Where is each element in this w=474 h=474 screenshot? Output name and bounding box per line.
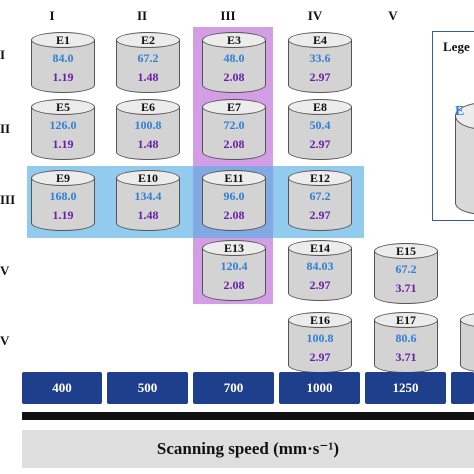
axis-label: Scanning speed (mm·s⁻¹)	[156, 439, 340, 458]
axis-line	[22, 412, 474, 420]
speed-box-1250: 1250	[365, 372, 446, 404]
row-header-4: V	[0, 263, 10, 278]
legend-cylinder-icon	[455, 102, 474, 222]
specimen-value-1: 100.8	[306, 331, 334, 345]
specimen-value-2: 2.08	[223, 70, 245, 84]
row-header-3: III	[0, 192, 16, 207]
specimen-value-1: 84.0	[52, 51, 74, 65]
specimen-value-1: 84.03	[306, 259, 334, 273]
specimen-value-2: 1.19	[52, 137, 74, 151]
specimen-e6: E6 100.8 1.48	[116, 99, 180, 167]
specimen-value-2: 1.19	[52, 208, 74, 222]
specimen-value-2: 2.97	[309, 208, 331, 222]
column-header-2: II	[136, 8, 148, 23]
legend-marker: E	[455, 104, 465, 119]
specimen-value-2: 2.08	[223, 208, 245, 222]
specimen-value-2: 2.08	[223, 278, 245, 292]
specimen-value-2: 3.71	[395, 350, 417, 364]
specimen-e11: E11 96.0 2.08	[202, 170, 266, 238]
specimen-name: E1	[55, 33, 70, 47]
specimen-value-1: 67.2	[309, 189, 331, 203]
column-header-4: IV	[307, 8, 323, 23]
specimen-name: E3	[226, 33, 241, 47]
specimen-value-1: 33.6	[309, 51, 331, 65]
specimen-e8: E8 50.4 2.97	[288, 99, 352, 167]
specimen-value-1: 48.0	[223, 51, 245, 65]
specimen-value-1: 67.2	[395, 262, 417, 276]
specimen-e7: E7 72.0 2.08	[202, 99, 266, 167]
axis-label-box: Scanning speed (mm·s⁻¹)	[22, 430, 474, 468]
specimen-name: E17	[395, 313, 416, 327]
specimen-name: E5	[55, 100, 70, 114]
row-header-5: V	[0, 333, 10, 348]
specimen-value-1: 100.8	[134, 118, 162, 132]
specimen-value-2: 3.71	[395, 281, 417, 295]
specimen-e3: E3 48.0 2.08	[202, 32, 266, 100]
row-header-1: I	[0, 47, 6, 62]
specimen-partial	[460, 312, 474, 380]
specimen-name: E2	[140, 33, 155, 47]
specimen-name: E15	[395, 244, 416, 258]
specimen-value-2: 2.97	[309, 350, 331, 364]
specimen-value-2: 2.97	[309, 278, 331, 292]
specimen-name: E12	[309, 171, 330, 185]
specimen-value-2: 2.97	[309, 70, 331, 84]
specimen-value-1: 134.4	[134, 189, 162, 203]
specimen-value-1: 168.0	[49, 189, 77, 203]
specimen-name: E7	[226, 100, 241, 114]
speed-box-partial	[451, 372, 474, 404]
specimen-e1: E1 84.0 1.19	[31, 32, 95, 100]
specimen-name: E6	[140, 100, 155, 114]
column-header-5: V	[388, 8, 398, 23]
specimen-e4: E4 33.6 2.97	[288, 32, 352, 100]
specimen-name: E13	[223, 241, 244, 255]
specimen-value-2: 1.19	[52, 70, 74, 84]
legend-box: Lege	[432, 31, 474, 221]
specimen-value-1: 80.6	[395, 331, 417, 345]
specimen-value-1: 67.2	[137, 51, 159, 65]
specimen-name: E16	[309, 313, 330, 327]
row-header-2: II	[0, 121, 11, 136]
specimen-value-1: 72.0	[223, 118, 245, 132]
specimen-e15: E15 67.2 3.71	[374, 243, 438, 311]
specimen-value-1: 50.4	[309, 118, 331, 132]
speed-box-400: 400	[22, 372, 102, 404]
column-header-3: III	[220, 8, 236, 23]
specimen-name: E10	[137, 171, 158, 185]
speed-box-700: 700	[193, 372, 274, 404]
specimen-e2: E2 67.2 1.48	[116, 32, 180, 100]
column-header-1: I	[49, 8, 55, 23]
specimen-value-1: 96.0	[223, 189, 245, 203]
speed-box-1000: 1000	[279, 372, 360, 404]
specimen-e13: E13 120.4 2.08	[202, 240, 266, 308]
specimen-name: E4	[312, 33, 327, 47]
specimen-name: E8	[312, 100, 327, 114]
specimen-value-1: 120.4	[220, 259, 248, 273]
specimen-e10: E10 134.4 1.48	[116, 170, 180, 238]
legend-title: Lege	[443, 39, 470, 54]
specimen-value-2: 1.48	[137, 208, 159, 222]
specimen-name: E14	[309, 241, 330, 255]
speed-box-500: 500	[107, 372, 188, 404]
specimen-value-2: 1.48	[137, 70, 159, 84]
specimen-e16: E16 100.8 2.97	[288, 312, 352, 380]
specimen-e5: E5 126.0 1.19	[31, 99, 95, 167]
specimen-name: E11	[224, 171, 244, 185]
specimen-e14: E14 84.03 2.97	[288, 240, 352, 308]
specimen-value-2: 2.08	[223, 137, 245, 151]
specimen-e12: E12 67.2 2.97	[288, 170, 352, 238]
specimen-value-1: 126.0	[49, 118, 77, 132]
specimen-value-2: 1.48	[137, 137, 159, 151]
specimen-name: E9	[55, 171, 70, 185]
specimen-e9: E9 168.0 1.19	[31, 170, 95, 238]
specimen-e17: E17 80.6 3.71	[374, 312, 438, 380]
specimen-value-2: 2.97	[309, 137, 331, 151]
